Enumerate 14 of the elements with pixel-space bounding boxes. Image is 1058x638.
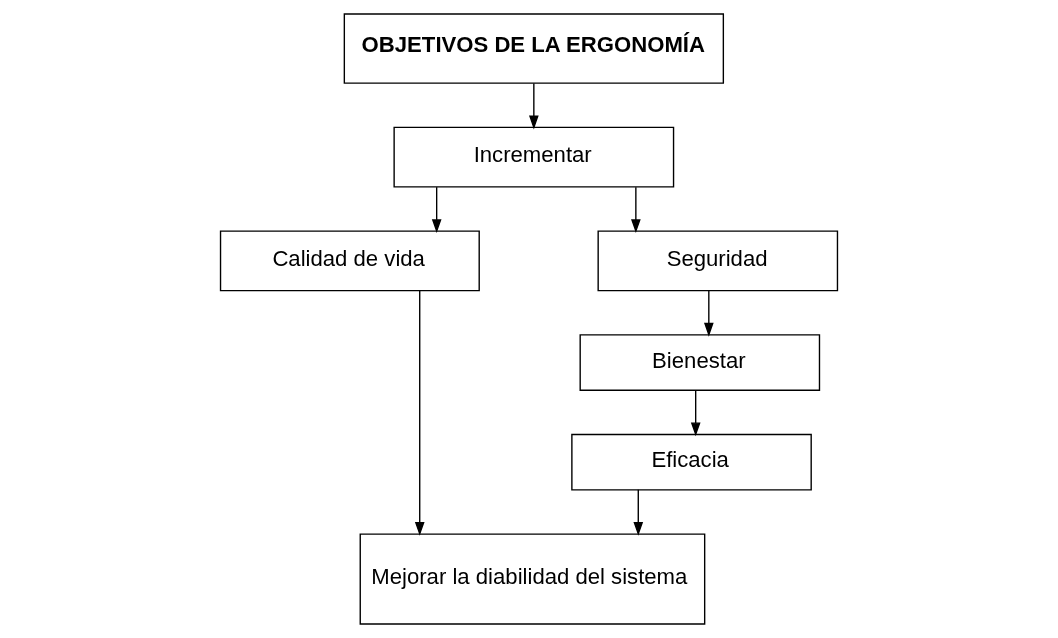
arrow <box>690 389 701 437</box>
arrow <box>631 186 641 234</box>
node-box: Calidad de vida <box>219 230 480 292</box>
arrow <box>703 290 714 337</box>
arrow <box>414 290 425 536</box>
arrow <box>431 186 442 234</box>
arrow <box>529 82 539 130</box>
node-box: Eficacia <box>571 433 812 491</box>
arrow <box>633 489 644 536</box>
node-box: OBJETIVOS DE LA ERGONOMÍA <box>343 13 725 84</box>
node-box: Incrementar <box>393 126 675 188</box>
node-box: Seguridad <box>597 230 839 292</box>
node-box: Mejorar la diabilidad del sistema <box>359 533 706 625</box>
node-box: Bienestar <box>579 334 821 391</box>
